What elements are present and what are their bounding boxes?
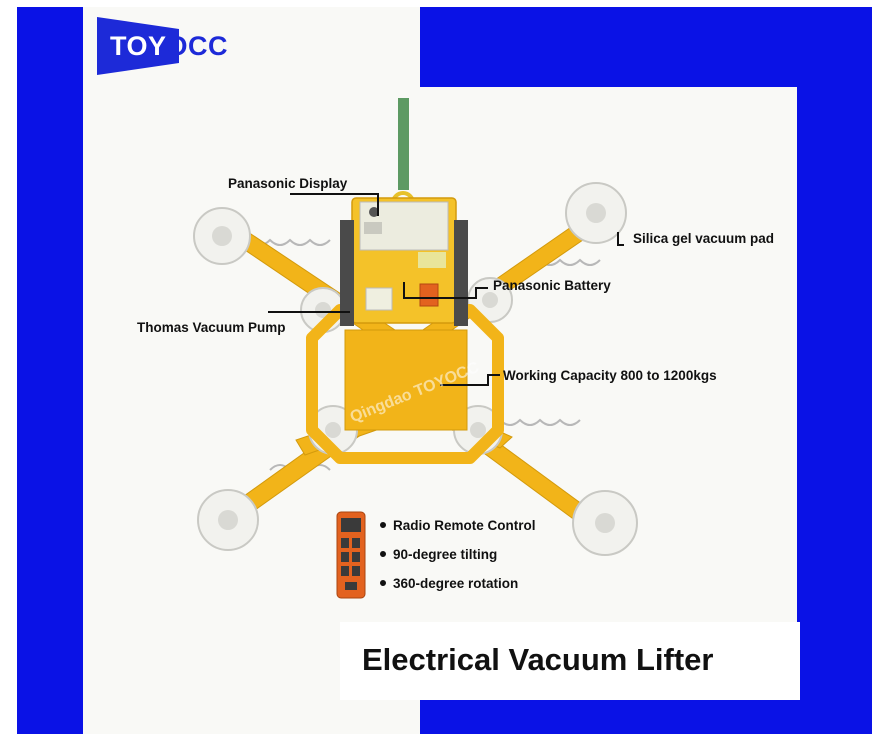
- callout-pad: [617, 232, 624, 246]
- product-title: Electrical Vacuum Lifter: [362, 642, 714, 677]
- lifting-strap: [398, 98, 409, 190]
- label-panasonic-display: Panasonic Display: [228, 176, 348, 191]
- callout-battery: [403, 282, 488, 299]
- brand-logo: TOYOCC: [97, 17, 237, 75]
- blue-frame-top-right: [420, 7, 872, 87]
- vacuum-pad: [565, 182, 627, 244]
- blue-frame-right: [797, 7, 872, 734]
- vacuum-pad: [572, 490, 638, 556]
- callout-display: [290, 193, 379, 216]
- logo-text: TOYOCC: [110, 31, 229, 61]
- title-panel: [340, 622, 800, 700]
- lifter-body: [344, 329, 468, 431]
- feature-item: 360-degree rotation: [380, 576, 518, 591]
- feature-item: Radio Remote Control: [380, 518, 536, 533]
- vacuum-pad: [197, 489, 259, 551]
- label-panasonic-battery: Panasonic Battery: [493, 278, 611, 293]
- label-vacuum-pump: Thomas Vacuum Pump: [137, 320, 286, 335]
- coil-hose: [539, 258, 601, 266]
- vacuum-pad: [193, 207, 251, 265]
- blue-frame-bottom: [420, 700, 872, 734]
- coil-hose: [499, 418, 581, 426]
- logo-badge-icon: [97, 17, 179, 75]
- label-vacuum-pad: Silica gel vacuum pad: [633, 231, 775, 246]
- octagon-frame: [306, 304, 504, 464]
- feature-item: 90-degree tilting: [380, 547, 497, 562]
- callout-lines: [268, 193, 624, 386]
- control-box: [340, 197, 468, 326]
- remote-control-icon: [336, 511, 366, 599]
- label-working-capacity: Working Capacity 800 to 1200kgs: [503, 368, 717, 383]
- callout-capacity: [440, 374, 500, 386]
- blue-frame-left: [17, 7, 83, 734]
